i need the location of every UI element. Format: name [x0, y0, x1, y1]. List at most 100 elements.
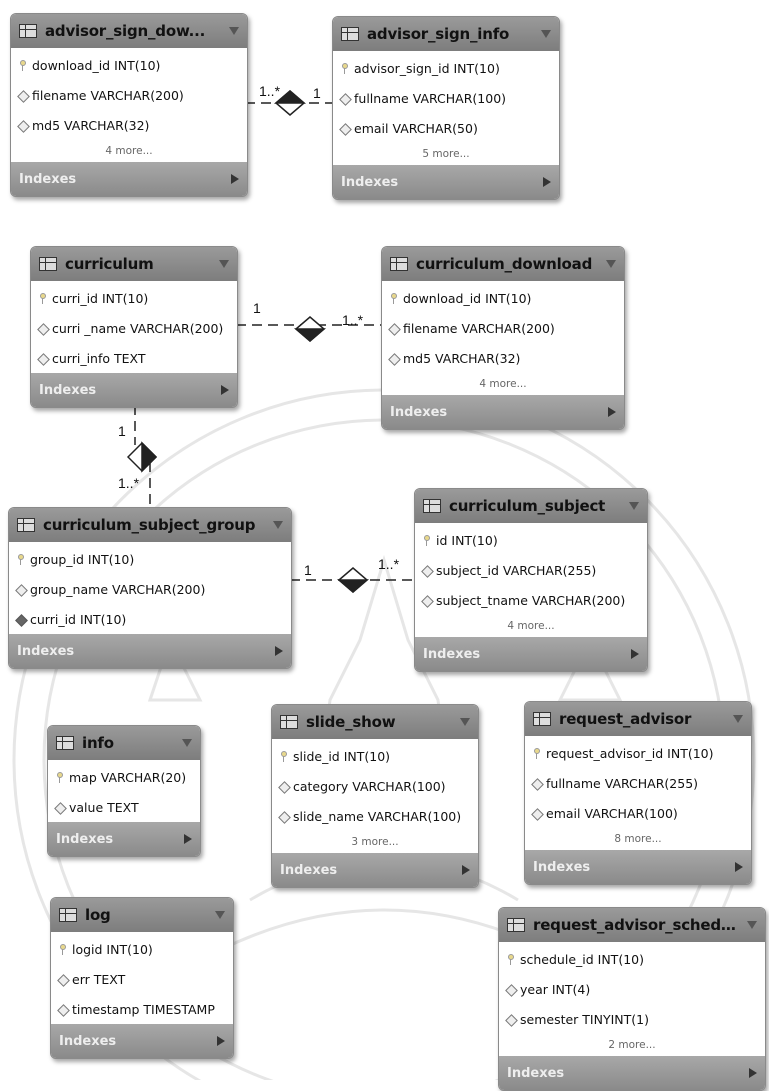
- indexes-footer[interactable]: Indexes: [48, 822, 200, 856]
- table-header[interactable]: curriculum_download: [382, 247, 624, 281]
- column-row[interactable]: download_id INT(10): [11, 50, 247, 80]
- column-row[interactable]: advisor_sign_id INT(10): [333, 53, 559, 83]
- expand-arrow-icon[interactable]: [217, 1036, 225, 1046]
- table-header[interactable]: info: [48, 726, 200, 760]
- column-row[interactable]: id INT(10): [415, 525, 647, 555]
- expand-arrow-icon[interactable]: [631, 649, 639, 659]
- column-row[interactable]: slide_name VARCHAR(100): [272, 801, 478, 831]
- column-row[interactable]: fullname VARCHAR(255): [525, 768, 751, 798]
- table-request-advisor-schedule[interactable]: request_advisor_schedule schedule_id INT…: [498, 907, 766, 1091]
- table-header[interactable]: curriculum: [31, 247, 237, 281]
- indexes-footer[interactable]: Indexes: [51, 1024, 233, 1058]
- expand-arrow-icon[interactable]: [462, 865, 470, 875]
- column-row[interactable]: semester TINYINT(1): [499, 1004, 765, 1034]
- expand-arrow-icon[interactable]: [184, 834, 192, 844]
- column-row[interactable]: err TEXT: [51, 964, 233, 994]
- column-row[interactable]: category VARCHAR(100): [272, 771, 478, 801]
- column-row[interactable]: map VARCHAR(20): [48, 762, 200, 792]
- table-request-advisor[interactable]: request_advisor request_advisor_id INT(1…: [524, 701, 752, 885]
- table-header[interactable]: log: [51, 898, 233, 932]
- expand-arrow-icon[interactable]: [608, 407, 616, 417]
- table-header[interactable]: request_advisor: [525, 702, 751, 736]
- more-columns[interactable]: 4 more...: [479, 378, 527, 390]
- dropdown-arrow-icon[interactable]: [215, 911, 225, 919]
- table-header[interactable]: advisor_sign_info: [333, 17, 559, 51]
- more-columns[interactable]: 4 more...: [507, 620, 555, 632]
- more-columns[interactable]: 8 more...: [614, 833, 662, 845]
- indexes-footer[interactable]: Indexes: [9, 634, 291, 668]
- column-row[interactable]: subject_id VARCHAR(255): [415, 555, 647, 585]
- column-row[interactable]: value TEXT: [48, 792, 200, 822]
- dropdown-arrow-icon[interactable]: [541, 30, 551, 38]
- expand-arrow-icon[interactable]: [749, 1068, 757, 1078]
- column-row[interactable]: filename VARCHAR(200): [382, 313, 624, 343]
- table-curriculum-download[interactable]: curriculum_download download_id INT(10) …: [381, 246, 625, 430]
- column-row[interactable]: email VARCHAR(100): [525, 798, 751, 828]
- expand-arrow-icon[interactable]: [275, 646, 283, 656]
- expand-arrow-icon[interactable]: [221, 385, 229, 395]
- dropdown-arrow-icon[interactable]: [273, 521, 283, 529]
- indexes-footer[interactable]: Indexes: [499, 1056, 765, 1090]
- column-row[interactable]: md5 VARCHAR(32): [11, 110, 247, 140]
- dropdown-arrow-icon[interactable]: [606, 260, 616, 268]
- column-row[interactable]: curri_id INT(10): [9, 604, 291, 634]
- indexes-footer[interactable]: Indexes: [333, 165, 559, 199]
- table-name: curriculum_subject: [449, 497, 606, 515]
- column-row[interactable]: request_advisor_id INT(10): [525, 738, 751, 768]
- expand-arrow-icon[interactable]: [231, 174, 239, 184]
- dropdown-arrow-icon[interactable]: [747, 921, 757, 929]
- more-columns[interactable]: 3 more...: [351, 836, 399, 848]
- indexes-footer[interactable]: Indexes: [31, 373, 237, 407]
- more-columns[interactable]: 4 more...: [105, 145, 153, 157]
- column-row[interactable]: curri_id INT(10): [31, 283, 237, 313]
- column-label: curri_info TEXT: [52, 350, 146, 366]
- primary-key-icon: [507, 953, 515, 965]
- indexes-footer[interactable]: Indexes: [525, 850, 751, 884]
- column-row[interactable]: fullname VARCHAR(100): [333, 83, 559, 113]
- dropdown-arrow-icon[interactable]: [460, 718, 470, 726]
- indexes-footer[interactable]: Indexes: [272, 853, 478, 887]
- indexes-footer[interactable]: Indexes: [11, 162, 247, 196]
- indexes-footer[interactable]: Indexes: [382, 395, 624, 429]
- column-row[interactable]: md5 VARCHAR(32): [382, 343, 624, 373]
- column-label: md5 VARCHAR(32): [403, 350, 521, 366]
- table-curriculum-subject[interactable]: curriculum_subject id INT(10) subject_id…: [414, 488, 648, 672]
- table-slide-show[interactable]: slide_show slide_id INT(10) category VAR…: [271, 704, 479, 888]
- table-header[interactable]: advisor_sign_dow...: [11, 14, 247, 48]
- more-columns[interactable]: 5 more...: [422, 148, 470, 160]
- column-row[interactable]: email VARCHAR(50): [333, 113, 559, 143]
- column-icon: [507, 1014, 515, 1025]
- table-advisor-sign-info[interactable]: advisor_sign_info advisor_sign_id INT(10…: [332, 16, 560, 200]
- dropdown-arrow-icon[interactable]: [733, 715, 743, 723]
- table-header[interactable]: curriculum_subject_group: [9, 508, 291, 542]
- table-info[interactable]: info map VARCHAR(20) value TEXT Indexes: [47, 725, 201, 857]
- column-row[interactable]: timestamp TIMESTAMP: [51, 994, 233, 1024]
- table-header[interactable]: request_advisor_schedule: [499, 908, 765, 942]
- column-row[interactable]: group_name VARCHAR(200): [9, 574, 291, 604]
- dropdown-arrow-icon[interactable]: [229, 27, 239, 35]
- column-row[interactable]: filename VARCHAR(200): [11, 80, 247, 110]
- indexes-footer[interactable]: Indexes: [415, 637, 647, 671]
- expand-arrow-icon[interactable]: [735, 862, 743, 872]
- column-row[interactable]: subject_tname VARCHAR(200): [415, 585, 647, 615]
- column-row[interactable]: slide_id INT(10): [272, 741, 478, 771]
- table-curriculum-subject-group[interactable]: curriculum_subject_group group_id INT(10…: [8, 507, 292, 669]
- column-row[interactable]: download_id INT(10): [382, 283, 624, 313]
- table-header[interactable]: curriculum_subject: [415, 489, 647, 523]
- column-row[interactable]: schedule_id INT(10): [499, 944, 765, 974]
- table-advisor-sign-download[interactable]: advisor_sign_dow... download_id INT(10) …: [10, 13, 248, 197]
- dropdown-arrow-icon[interactable]: [219, 260, 229, 268]
- dropdown-arrow-icon[interactable]: [182, 739, 192, 747]
- dropdown-arrow-icon[interactable]: [629, 502, 639, 510]
- column-row[interactable]: curri _name VARCHAR(200): [31, 313, 237, 343]
- column-row[interactable]: curri_info TEXT: [31, 343, 237, 373]
- column-row[interactable]: group_id INT(10): [9, 544, 291, 574]
- table-header[interactable]: slide_show: [272, 705, 478, 739]
- column-row[interactable]: year INT(4): [499, 974, 765, 1004]
- indexes-label: Indexes: [341, 174, 399, 190]
- column-row[interactable]: logid INT(10): [51, 934, 233, 964]
- expand-arrow-icon[interactable]: [543, 177, 551, 187]
- table-curriculum[interactable]: curriculum curri_id INT(10) curri _name …: [30, 246, 238, 408]
- table-log[interactable]: log logid INT(10) err TEXT timestamp TIM…: [50, 897, 234, 1059]
- more-columns[interactable]: 2 more...: [608, 1039, 656, 1051]
